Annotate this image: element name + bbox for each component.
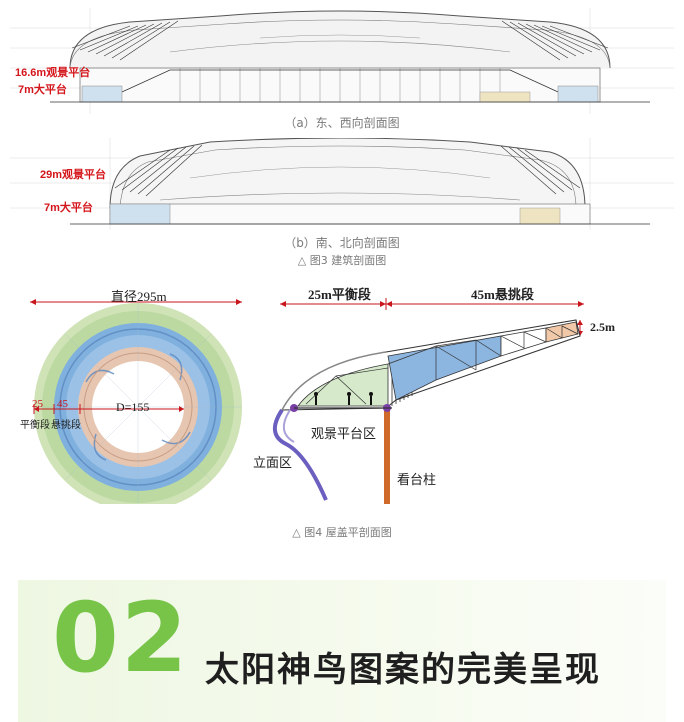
section-b-caption: （b）南、北向剖面图 — [284, 236, 400, 250]
section-title: 太阳神鸟图案的完美呈现 — [205, 650, 601, 690]
section-b-label-top: 29m观景平台 — [40, 169, 107, 181]
figure4-caption: △ 图4 屋盖平剖面图 — [292, 526, 392, 539]
section-number: 02 — [52, 582, 190, 694]
roof-facade-area: 立面区 — [253, 455, 293, 470]
section-a-label-bottom: 7m大平台 — [18, 84, 67, 96]
section-banner — [18, 580, 666, 722]
roof-plan-drawing — [30, 299, 242, 504]
section-a-caption: （a）东、西向剖面图 — [284, 116, 400, 130]
plan-inner-diameter: D=155 — [116, 400, 150, 414]
roof-viewing-area: 观景平台区 — [311, 426, 377, 441]
roof-cantilever-length: 45m悬挑段 — [471, 287, 534, 302]
figure3-caption: △ 图3 建筑剖面图 — [297, 254, 387, 267]
plan-cantilever-label: 悬挑段 — [51, 420, 81, 431]
section-a-label-top: 16.6m观景平台 — [15, 67, 91, 79]
section-a-drawing — [10, 8, 674, 114]
plan-balance-label: 平衡段 — [20, 420, 50, 431]
plan-balance-value: 25 — [32, 398, 43, 410]
roof-column: 看台柱 — [397, 472, 437, 487]
roof-balance-length: 25m平衡段 — [308, 287, 371, 302]
roof-section-drawing — [273, 298, 584, 504]
roof-height: 2.5m — [590, 320, 615, 334]
plan-cantilever-value: 45 — [57, 398, 68, 410]
section-b-label-bottom: 7m大平台 — [44, 202, 93, 214]
section-b-drawing — [10, 138, 674, 230]
plan-diameter-label: 直径295m — [111, 289, 167, 304]
